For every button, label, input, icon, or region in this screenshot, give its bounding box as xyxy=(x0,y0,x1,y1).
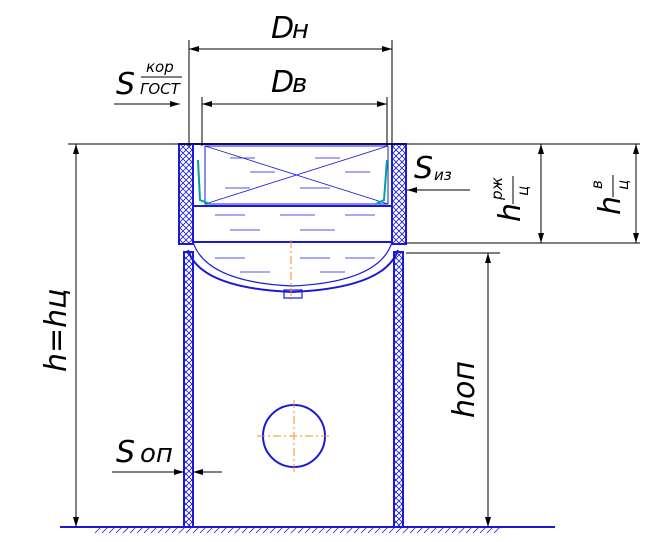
label-total-height: h=hц xyxy=(39,288,74,372)
ground-hatch-mark xyxy=(472,526,480,534)
ground-hatch-mark xyxy=(479,526,487,534)
label-insulation: S из xyxy=(414,151,452,186)
svg-text:h: h xyxy=(593,196,628,215)
svg-text:в: в xyxy=(588,180,606,189)
svg-text:из: из xyxy=(434,166,452,184)
ground-hatch-mark xyxy=(136,526,144,534)
ground-hatch-mark xyxy=(402,526,410,534)
label-support-wall: S оп xyxy=(116,435,173,470)
ground-hatch-mark xyxy=(192,526,200,534)
ground-hatch-mark xyxy=(374,526,382,534)
svg-text:кор: кор xyxy=(146,58,174,76)
svg-text:н: н xyxy=(292,15,309,45)
label-h-rzh: h рж ц xyxy=(488,176,532,222)
ground-hatch-mark xyxy=(444,526,452,534)
ground-hatch-mark xyxy=(451,526,459,534)
ground-hatch-mark xyxy=(276,526,284,534)
manhole xyxy=(257,240,331,472)
svg-text:оп: оп xyxy=(140,439,173,469)
ground-hatch-mark xyxy=(423,526,431,534)
ground-hatch-mark xyxy=(115,526,123,534)
svg-text:ц: ц xyxy=(614,180,632,190)
label-outer-diameter: D н xyxy=(271,11,309,46)
ground-hatch-mark xyxy=(465,526,473,534)
ground-hatch-mark xyxy=(297,526,305,534)
ground-hatch-mark xyxy=(437,526,445,534)
ground-hatch-mark xyxy=(332,526,340,534)
ground-hatch-mark xyxy=(381,526,389,534)
ground-hatch-mark xyxy=(346,526,354,534)
support-skirt xyxy=(183,251,404,528)
ground-hatch-mark xyxy=(164,526,172,534)
ground-hatch-mark xyxy=(458,526,466,534)
ground-hatch-mark xyxy=(241,526,249,534)
ground-hatch-mark xyxy=(339,526,347,534)
svg-text:в: в xyxy=(292,69,307,99)
ground-hatch-mark xyxy=(234,526,242,534)
label-wall-thickness: S кор ГОСТ xyxy=(116,58,182,102)
ground-hatch-mark xyxy=(360,526,368,534)
svg-text:h: h xyxy=(493,203,528,222)
ground xyxy=(60,526,555,534)
ground-hatch-mark xyxy=(129,526,137,534)
tank-shell xyxy=(187,145,399,299)
ground-hatch-mark xyxy=(248,526,256,534)
svg-text:D: D xyxy=(271,11,294,46)
svg-text:h=hц: h=hц xyxy=(39,288,74,372)
ground-hatch-mark xyxy=(367,526,375,534)
ground-hatch-mark xyxy=(213,526,221,534)
label-inner-diameter: D в xyxy=(271,65,307,100)
ground-hatch-mark xyxy=(325,526,333,534)
ground-hatch-mark xyxy=(353,526,361,534)
ground-hatch-mark xyxy=(290,526,298,534)
ground-hatch-mark xyxy=(94,526,102,534)
svg-text:S: S xyxy=(116,435,135,470)
ground-hatch-mark xyxy=(227,526,235,534)
insulation-walls xyxy=(178,143,407,245)
svg-text:ц: ц xyxy=(514,186,532,196)
svg-text:D: D xyxy=(271,65,294,100)
ground-hatch-mark xyxy=(157,526,165,534)
ground-hatch-mark xyxy=(108,526,116,534)
ground-hatch-mark xyxy=(318,526,326,534)
ground-hatch-mark xyxy=(409,526,417,534)
ground-hatch-mark xyxy=(486,526,494,534)
ground-hatch-mark xyxy=(122,526,130,534)
ground-hatch-mark xyxy=(101,526,109,534)
ground-hatch-mark xyxy=(255,526,263,534)
ground-hatch-mark xyxy=(220,526,228,534)
ground-hatch-mark xyxy=(143,526,151,534)
label-h-v: h в ц xyxy=(588,175,632,215)
ground-hatch-mark xyxy=(430,526,438,534)
ground-hatch-mark xyxy=(199,526,207,534)
ground-hatch-mark xyxy=(304,526,312,534)
svg-text:hоп: hоп xyxy=(447,361,482,418)
ground-hatch-mark xyxy=(206,526,214,534)
svg-text:S: S xyxy=(116,67,135,102)
ground-hatch-mark xyxy=(493,526,501,534)
ground-hatch-mark xyxy=(283,526,291,534)
svg-text:S: S xyxy=(414,151,433,186)
ground-hatch-mark xyxy=(171,526,179,534)
label-support-height: hоп xyxy=(447,361,482,418)
svg-text:рж: рж xyxy=(488,176,506,201)
ground-hatch-mark xyxy=(150,526,158,534)
ground-hatch-mark xyxy=(269,526,277,534)
ground-hatch-mark xyxy=(311,526,319,534)
ground-hatch-mark xyxy=(262,526,270,534)
dimensions xyxy=(68,40,640,527)
svg-text:ГОСТ: ГОСТ xyxy=(140,80,182,98)
ground-hatch-mark xyxy=(416,526,424,534)
